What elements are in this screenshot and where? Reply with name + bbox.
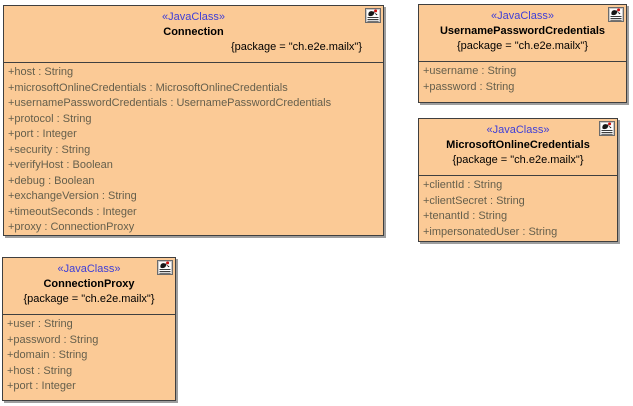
- attributes-compartment: +user : String +password : String +domain …: [3, 315, 175, 397]
- attribute-item[interactable]: +security : String: [8, 143, 91, 156]
- class-node-username-password-credentials[interactable]: «JavaClass» UsernamePasswordCredentials …: [418, 4, 627, 103]
- attribute-item[interactable]: +user : String: [7, 318, 73, 330]
- class-header: «JavaClass» UsernamePasswordCredentials …: [419, 5, 626, 62]
- java-class-icon: [599, 121, 615, 136]
- class-name: ConnectionProxy: [43, 278, 135, 290]
- package-label: {package = "ch.e2e.mailx"}: [23, 293, 155, 305]
- attribute-item[interactable]: +port : Integer: [8, 128, 77, 140]
- attribute-item[interactable]: +timeoutSeconds : Integer: [8, 205, 137, 218]
- attribute-item[interactable]: +password : String: [423, 80, 515, 93]
- attribute-item[interactable]: +impersonatedUser : String: [423, 225, 558, 238]
- java-class-icon: [157, 260, 173, 275]
- stereotype-label: «JavaClass»: [491, 10, 554, 22]
- attribute-item[interactable]: +debug : Boolean: [8, 174, 95, 187]
- package-label: {package = "ch.e2e.mailx"}: [452, 154, 584, 166]
- class-name: MicrosoftOnlineCredentials: [446, 139, 590, 151]
- attribute-item[interactable]: +clientId : String: [423, 179, 503, 191]
- class-header: «JavaClass» Connection {package = "ch.e2…: [4, 6, 383, 63]
- attribute-item[interactable]: +password : String: [7, 333, 99, 346]
- attribute-item[interactable]: +username : String: [423, 65, 517, 77]
- attribute-item[interactable]: +host : String: [8, 66, 74, 78]
- package-label: {package = "ch.e2e.mailx"}: [456, 40, 589, 52]
- attributes-compartment: +clientId : String +clientSecret : String…: [419, 176, 617, 242]
- attribute-item[interactable]: +exchangeVersion : String: [8, 190, 137, 202]
- stereotype-label: «JavaClass»: [486, 124, 550, 136]
- class-node-connection[interactable]: «JavaClass» Connection {package = "ch.e2…: [3, 5, 384, 236]
- class-node-connection-proxy[interactable]: «JavaClass» ConnectionProxy {package = "…: [2, 257, 176, 401]
- attribute-item[interactable]: +verifyHost : Boolean: [8, 159, 113, 171]
- class-header: «JavaClass» MicrosoftOnlineCredentials {…: [419, 119, 617, 176]
- attribute-item[interactable]: +microsoftOnlineCredentials : MicrosoftO…: [8, 81, 288, 94]
- attribute-item[interactable]: +usernamePasswordCredentials : UsernameP…: [8, 97, 332, 109]
- package-label: {package = "ch.e2e.mailx"}: [230, 41, 362, 53]
- attribute-item[interactable]: +domain : String: [7, 349, 88, 361]
- class-name: UsernamePasswordCredentials: [439, 25, 606, 37]
- class-name: Connection: [163, 26, 224, 38]
- java-class-icon: [365, 8, 381, 23]
- class-node-microsoft-online-credentials[interactable]: «JavaClass» MicrosoftOnlineCredentials {…: [418, 118, 618, 242]
- attribute-item[interactable]: +host : String: [7, 364, 73, 377]
- stereotype-label: «JavaClass»: [57, 263, 121, 275]
- attribute-item[interactable]: +port : Integer: [7, 380, 76, 392]
- java-class-icon: [608, 7, 624, 22]
- stereotype-label: «JavaClass»: [162, 11, 225, 23]
- class-header: «JavaClass» ConnectionProxy {package = "…: [3, 258, 175, 315]
- attribute-item[interactable]: +tenantId : String: [423, 210, 508, 222]
- attribute-item[interactable]: +protocol : String: [8, 112, 92, 125]
- attribute-item[interactable]: +clientSecret : String: [423, 194, 525, 207]
- attribute-item[interactable]: +proxy : ConnectionProxy: [8, 221, 135, 233]
- attributes-compartment: +host : String +microsoftOnlineCredential…: [4, 63, 383, 238]
- attributes-compartment: +username : String +password : String: [419, 62, 626, 97]
